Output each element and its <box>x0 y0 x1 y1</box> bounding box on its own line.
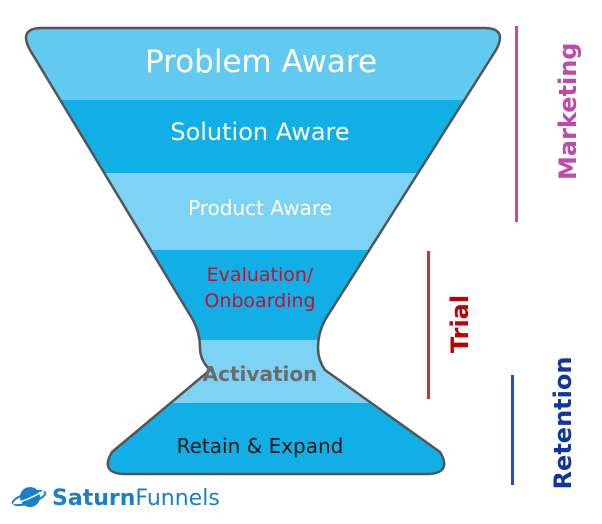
saturn-planet-icon <box>11 487 47 507</box>
funnel-outline <box>24 26 502 476</box>
logo-text-bold: Saturn <box>52 485 136 511</box>
marketing-group-label: Marketing <box>554 42 582 180</box>
stage-label-retain-expand: Retain & Expand <box>176 434 344 458</box>
stage-label-onboarding: Onboarding <box>204 290 316 312</box>
retention-bracket-line <box>511 375 514 485</box>
stage-label-solution-aware: Solution Aware <box>170 118 350 146</box>
saturn-funnels-logo: SaturnFunnels <box>10 484 220 512</box>
logo-text-light: Funnels <box>135 485 220 511</box>
trial-bracket-line <box>427 251 430 399</box>
stage-label-product-aware: Product Aware <box>188 196 332 220</box>
stage-label-activation: Activation <box>202 362 318 386</box>
stage-label-evaluation: Evaluation/ <box>206 264 314 286</box>
stage-label-problem-aware: Problem Aware <box>144 44 378 80</box>
stage-band-problem-aware <box>26 28 500 100</box>
trial-group-label: Trial <box>446 294 474 354</box>
stage-band-solution-aware <box>26 100 500 173</box>
retention-group-label: Retention <box>549 356 577 490</box>
marketing-bracket-line <box>515 26 518 222</box>
logo-wordmark: SaturnFunnels <box>52 486 220 511</box>
